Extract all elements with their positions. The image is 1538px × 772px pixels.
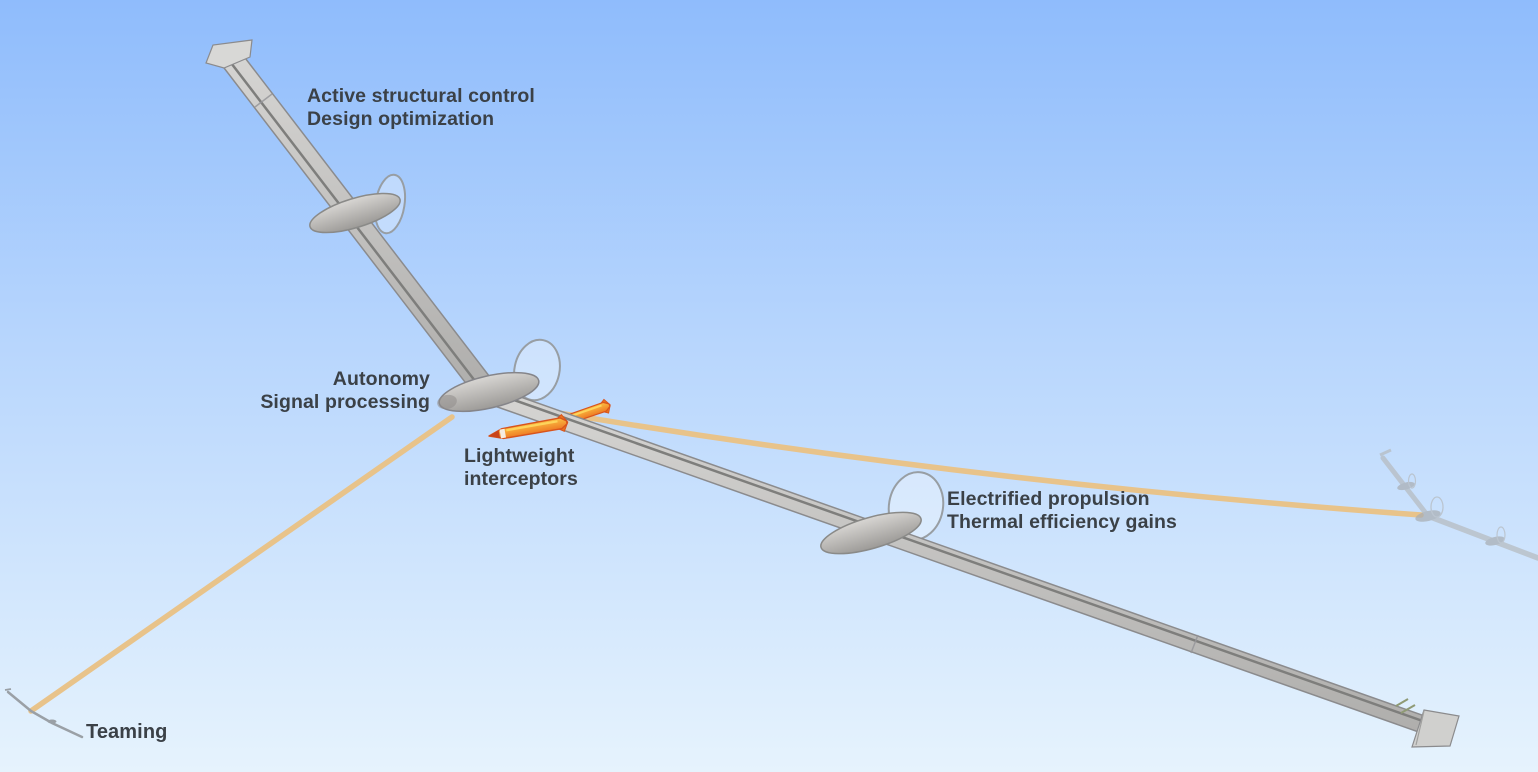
annotation-teaming: Teaming — [86, 721, 168, 743]
teaming-beam-left — [28, 414, 455, 714]
right-winglet-edge — [1415, 710, 1425, 746]
wingtip-antenna-icon — [1395, 698, 1409, 707]
right-wing-spar-line — [496, 392, 1452, 733]
annotation-lightweight-interceptors: Lightweight interceptors — [464, 445, 578, 490]
annotation-active-structural-control: Active structural control Design optimiz… — [307, 85, 535, 130]
left-motor-nacelle — [309, 192, 401, 234]
annotation-electrified-propulsion: Electrified propulsion Thermal efficienc… — [947, 488, 1177, 533]
distant-uav — [1379, 448, 1538, 561]
left-winglet — [205, 39, 253, 69]
teaming-beam-right — [497, 400, 1424, 518]
teaming-uav — [4, 688, 84, 739]
wingtip-antenna-icon — [1400, 704, 1416, 714]
annotation-autonomy-signal-processing: Autonomy Signal processing — [260, 368, 430, 413]
main-uav — [205, 39, 1460, 748]
right-winglet — [1411, 709, 1460, 748]
right-wing-panel-line — [1190, 634, 1199, 654]
right-motor-nacelle — [820, 511, 922, 555]
fuselage-nose — [437, 394, 457, 410]
left-wing-panel-line — [254, 93, 273, 108]
